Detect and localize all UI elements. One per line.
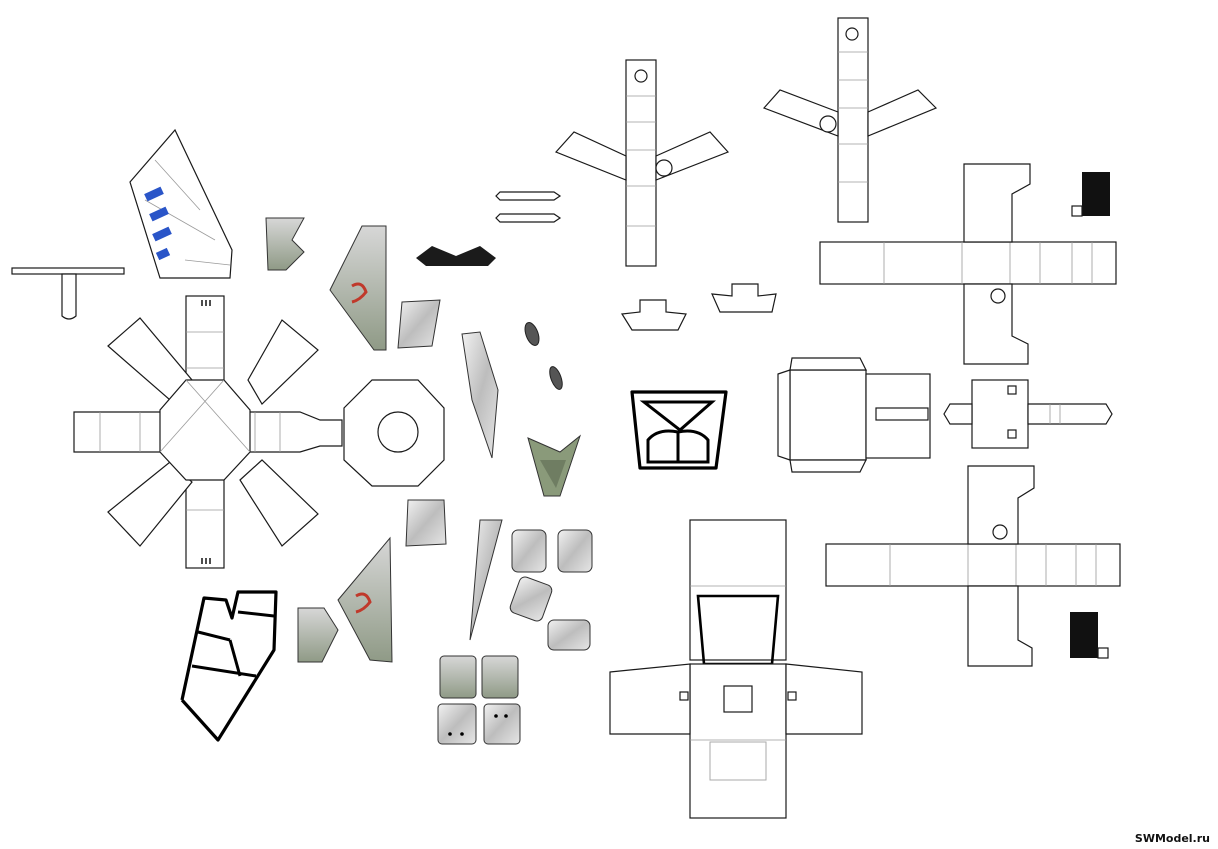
main-box-net (609, 519, 863, 819)
cockpit-frame-part (630, 390, 728, 470)
cross-hub-part-right (762, 17, 938, 223)
grey-bracket-part-lower (297, 607, 339, 663)
red-insignia-fin-lower (337, 536, 393, 663)
bold-outline-wing-part (180, 590, 278, 742)
octagon-disc-part (343, 379, 445, 487)
red-insignia-fin-upper (329, 225, 387, 351)
grey-blade-lower (469, 519, 503, 641)
cross-hub-part-left (554, 59, 730, 267)
grey-square-part-lower (405, 499, 447, 547)
small-tray-parts (620, 283, 777, 331)
blue-striped-wing-panel (129, 128, 233, 279)
small-boom-part (943, 379, 1113, 449)
starburst-body-net (73, 295, 343, 569)
small-pin-parts (495, 191, 562, 223)
camo-arrow-part (527, 434, 582, 497)
barrel-segment-parts (437, 529, 593, 745)
grey-square-part-upper (397, 299, 441, 349)
small-dark-tabs (524, 322, 563, 390)
grey-blade-upper (461, 331, 499, 459)
long-boom-part-lower (825, 465, 1121, 667)
grey-bracket-part (265, 217, 305, 271)
black-visor-strip (416, 246, 496, 266)
t-strut-part (11, 267, 125, 320)
long-boom-part-upper (819, 163, 1117, 365)
watermark: SWModel.ru (1134, 832, 1210, 845)
box-net-right (777, 357, 931, 473)
